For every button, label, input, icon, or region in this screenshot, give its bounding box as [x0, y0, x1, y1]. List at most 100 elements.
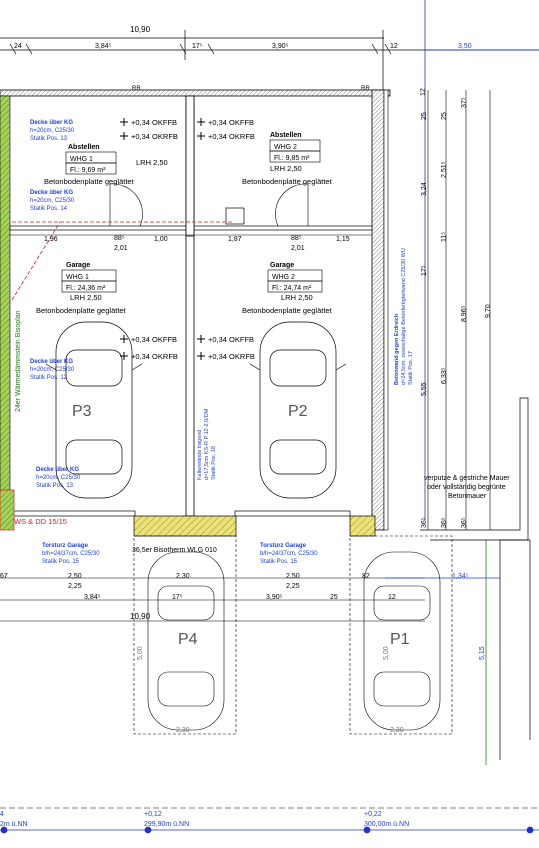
dim-seg5: 12: [390, 43, 398, 50]
bdim: 12: [388, 594, 396, 601]
unit-label: WHG 2: [272, 274, 295, 281]
facade-note: Betonmauer: [448, 493, 487, 500]
top-dimension-chain: [0, 30, 539, 100]
parking-label-p4: P4: [178, 631, 198, 648]
dim-seg4: 3,90⁵: [272, 43, 289, 50]
slab2-pos: Statik Pos. 14: [30, 206, 68, 212]
bdim: 3,84⁵: [84, 594, 101, 601]
level-top: 4: [0, 811, 4, 818]
room-name: Garage: [270, 262, 294, 269]
whg2-storage-room: +0,34 OKFFB +0,34 OKRFB Abstellen WHG 2 …: [208, 118, 333, 186]
level-okrfb: +0,34 OKRFB: [131, 352, 178, 361]
bdim: 2,25: [286, 583, 300, 590]
parking-label-p1: P1: [390, 631, 410, 648]
right-vertical-dims: [427, 90, 491, 530]
area-label: Fl.: 9,85 m²: [274, 155, 310, 162]
utility-box: [225, 207, 245, 225]
dim-seg3: 17⁵: [192, 43, 203, 50]
parking-width: 2,30: [390, 727, 404, 734]
slab2-spec: h=20cm, C25/30: [36, 475, 81, 481]
facade-note: oder vollständig begrünte: [427, 484, 506, 491]
whg1-storage-room: Decke über KG h=20cm, C25/30 Statik Pos.…: [30, 118, 178, 212]
area-label: Fl.: 24,74 m²: [272, 285, 312, 292]
unit-label: WHG 2: [274, 144, 297, 151]
right-wall-note: d=24,5cm, zweischalige Betonfertigteilwa…: [401, 248, 407, 385]
mid-dim: 88⁵: [114, 235, 125, 242]
level-okffb: +0,34 OKFFB: [208, 335, 254, 344]
level-okffb: +0,34 OKFFB: [131, 118, 177, 127]
height-label: LRH 2,50: [70, 293, 102, 302]
garage-whg2: Garage WHG 2 Fl.: 24,74 m² LRH 2,50 Beto…: [208, 262, 333, 361]
parking-space-p1: [349, 535, 453, 735]
right-wall-note: Statik Pos. 17: [408, 351, 414, 385]
bdim: 2,50: [286, 573, 300, 580]
ws-dd-label: WS & DD 15/15: [14, 517, 67, 526]
vdim: 9,70: [485, 304, 492, 318]
vdim: 5,55: [421, 382, 428, 396]
lintel-title: Torsturz Garage: [42, 543, 89, 549]
right-wall-note: Betonwand gegen Erdreich: [394, 313, 400, 385]
bdim: 67: [0, 573, 8, 580]
vdim: 36⁵: [441, 517, 448, 528]
dim-total-bottom: 10,90: [130, 612, 151, 621]
room-name: Abstellen: [270, 132, 302, 139]
dim-right: 3,50: [458, 43, 472, 50]
slab-pos: Statik Pos. 12: [30, 375, 68, 381]
slab-spec: h=20cm, C25/30: [30, 128, 75, 134]
bdim: 82: [362, 573, 370, 580]
facade-note: verputze & gestriche Mauer: [424, 475, 510, 482]
floor-label: Betonbodenplatte geglättet: [242, 306, 333, 315]
slab2-title: Decke über KG: [36, 467, 79, 473]
side-dim: 5,15: [479, 646, 486, 660]
bdim: 2,25: [68, 583, 82, 590]
inner-wall-note: Statik Pos. 18: [211, 446, 217, 480]
level-bottom: 299,90m ü.NN: [144, 821, 189, 828]
slab-pos: Statik Pos. 13: [30, 136, 68, 142]
lintel-spec: b/h=24/37cm, C25/30: [42, 551, 100, 557]
mid-dim: 2,01: [114, 245, 128, 252]
car-icon: [45, 321, 143, 499]
bdim: 25: [330, 594, 338, 601]
vdim: 17⁵: [421, 265, 428, 276]
slab2-title: Decke über KG: [30, 190, 73, 196]
bdim: 2,50: [68, 573, 82, 580]
rr-label-left: RR: [132, 86, 141, 92]
slab-spec: h=20cm, C25/30: [30, 367, 75, 373]
bisotherm-note: 36,5er Bisotherm WLG 010: [132, 547, 217, 554]
vdim: 11⁵: [441, 232, 448, 242]
car-icon: [249, 321, 347, 499]
level-top: +0,22: [364, 811, 382, 818]
room-name: Garage: [66, 262, 90, 269]
slab-title: Decke über KG: [30, 359, 73, 365]
parking-length: 5,00: [383, 646, 390, 660]
floor-label: Betonbodenplatte geglättet: [36, 306, 127, 315]
vdim: 25: [441, 112, 448, 120]
level-okffb: +0,34 OKFFB: [131, 335, 177, 344]
lintel-pos: Statik Pos. 15: [42, 559, 80, 565]
door-whg2[interactable]: [275, 183, 309, 227]
mid-dim: 1,87: [228, 236, 242, 243]
level-okffb: +0,34 OKFFB: [208, 118, 254, 127]
ground-levels: [0, 807, 539, 834]
bdim: 3,90⁵: [266, 594, 283, 601]
building-walls: [0, 89, 391, 531]
bdim: 1,34⁵: [452, 573, 469, 580]
unit-label: WHG 1: [66, 274, 89, 281]
door-whg1[interactable]: [109, 183, 143, 227]
slab2-spec: h=20cm, C25/30: [30, 198, 75, 204]
partition-wall: [185, 95, 195, 237]
level-okrfb: +0,34 OKRFB: [131, 132, 178, 141]
parking-width: 2,30: [176, 727, 190, 734]
floor-label: Betonbodenplatte geglättet: [44, 177, 135, 186]
parking-label-p2: P2: [288, 403, 308, 420]
vdim: 6,33⁵: [441, 367, 448, 384]
bottom-dimension-chain: [0, 577, 425, 622]
height-label: LRH 2,50: [281, 293, 313, 302]
garage-whg1: Garage WHG 1 Fl.: 24,36 m² LRH 2,50 Beto…: [30, 262, 178, 489]
vdim: 37⁵: [461, 97, 468, 108]
parking-label-p3: P3: [72, 403, 92, 420]
bdim: 17⁵: [172, 594, 183, 601]
slab2-pos: Statik Pos. 13: [36, 483, 74, 489]
vdim: 12: [420, 88, 427, 96]
